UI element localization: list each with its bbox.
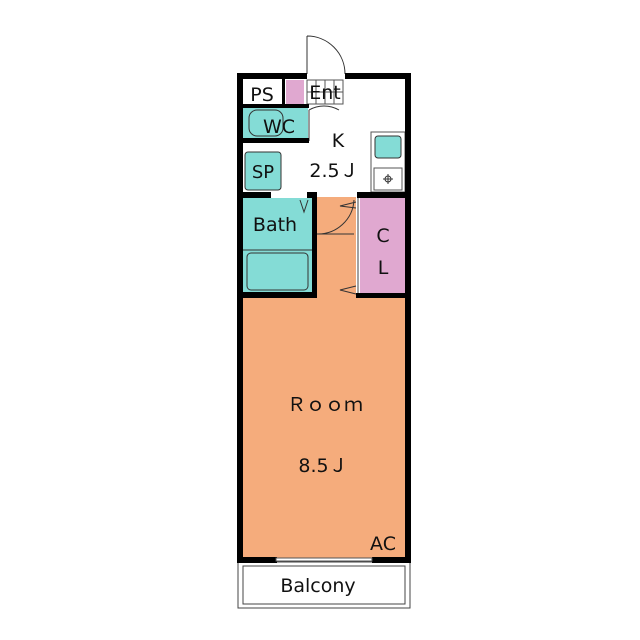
sp-area [244,151,282,191]
room-label: Ｒｏｏｍ [287,394,363,416]
wc-area [243,107,308,139]
kitchen-size-label: 2.5Ｊ [309,160,358,182]
wc-label: WC [263,116,295,138]
walls [237,73,411,563]
closet-label-c: C [376,225,389,247]
corridor-floor [316,197,356,297]
entrance-tiles [306,79,344,105]
ps-box [286,80,304,104]
bathtub [246,252,309,291]
kitchen-label: K [332,130,345,152]
closet-label-l: L [378,257,389,279]
kitchen-counter [370,131,406,193]
doors [299,35,357,295]
closet [360,198,405,295]
sp-label: SP [252,162,274,183]
entrance-label: Ent [309,82,341,104]
room-floor [241,297,407,559]
ps-label: PS [250,84,274,106]
ac-label: AC [370,533,396,555]
balcony: Balcony [237,561,411,609]
room-size-label: 8.5Ｊ [298,455,347,477]
balcony-label: Balcony [280,575,355,597]
bath-label: Bath [253,214,297,236]
